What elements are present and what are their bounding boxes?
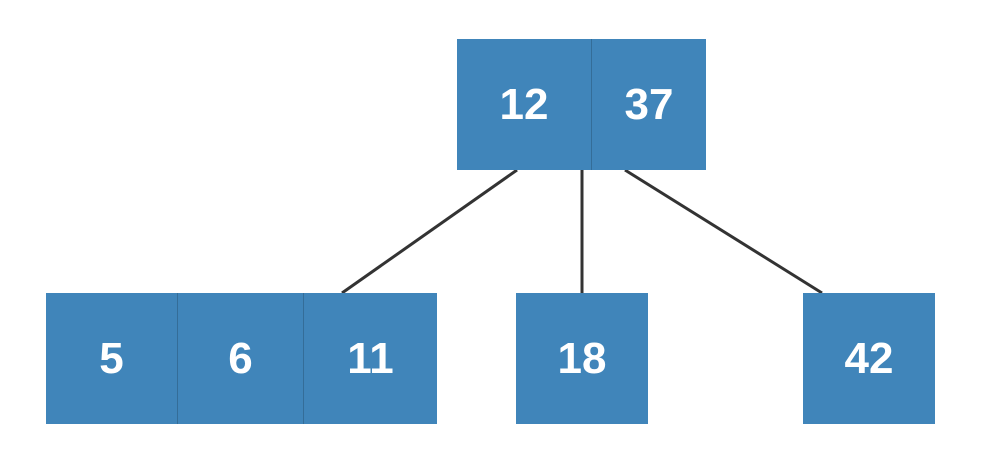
root-key-37: 37 bbox=[591, 39, 706, 170]
child-node-right: 42 bbox=[803, 293, 935, 424]
child-middle-key-18: 18 bbox=[516, 293, 648, 424]
root-node: 12 37 bbox=[457, 39, 706, 170]
child-left-key-5: 5 bbox=[46, 293, 177, 424]
child-right-key-42: 42 bbox=[803, 293, 935, 424]
child-left-key-11: 11 bbox=[303, 293, 437, 424]
child-node-left: 5 6 11 bbox=[46, 293, 437, 424]
child-left-key-6: 6 bbox=[177, 293, 303, 424]
edge-root-to-child-right bbox=[624, 168, 823, 295]
child-node-middle: 18 bbox=[516, 293, 648, 424]
edge-root-to-child-left bbox=[341, 168, 518, 295]
root-key-12: 12 bbox=[457, 39, 591, 170]
